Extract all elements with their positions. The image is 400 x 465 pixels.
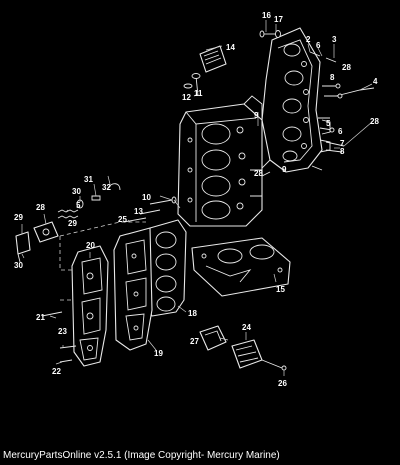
callout-28b: 28 [370,117,379,126]
callout-11: 11 [194,89,203,98]
cover-plate-part [33,221,59,243]
callout-35: 32 [102,183,111,192]
callout-28c: 28 [254,169,263,178]
callout-29: 29 [14,213,23,222]
reed-block-part [231,339,287,371]
callout-8b: 8 [340,147,345,156]
bolt-part [183,73,201,97]
callout-23: 23 [58,327,67,336]
check-valve-part [15,231,31,263]
callout-19: 19 [154,349,163,358]
callout-30: 30 [14,261,23,270]
callout-22: 22 [52,367,61,376]
callout-24: 24 [242,323,251,332]
identification-plate-part [199,45,227,73]
callout-25: 25 [118,215,127,224]
small-cover-part [199,325,227,351]
callout-17: 17 [274,15,283,24]
callout-9b: 9 [282,165,287,174]
callout-5: 5 [326,119,331,128]
callout-13: 13 [134,207,143,216]
screw-part [41,311,77,363]
callout-36: 5 [76,201,81,210]
valve-spring-part [57,183,121,219]
cylinder-gasket-part [145,219,187,317]
callout-7: 7 [340,139,345,148]
callout-15: 15 [276,285,285,294]
gasket-plate-part [191,237,291,297]
callout-21: 21 [36,313,45,322]
copyright-footer: MercuryPartsOnline v2.5.1 (Image Copyrig… [3,450,280,461]
cylinder-block-part [177,95,263,227]
callout-9: 9 [254,111,259,120]
callout-12: 12 [182,93,191,102]
callout-31: 28 [36,203,45,212]
port-cover-part [113,227,153,351]
callout-26: 26 [278,379,287,388]
callout-10: 10 [142,193,151,202]
cylinder-head-part [261,27,331,177]
callout-3: 3 [332,35,337,44]
callout-28: 28 [342,63,351,72]
callout-16: 16 [262,11,271,20]
leader-lines [21,20,373,376]
exploded-parts-diagram: 16 17 14 2 6 3 28 8 4 12 11 9 5 6 28 7 8… [14,11,379,388]
screw-part [259,30,281,38]
head-bolts-part [309,51,375,171]
callout-34: 31 [84,175,93,184]
callout-33: 30 [72,187,81,196]
callout-8: 8 [330,73,335,82]
callout-20: 20 [86,241,95,250]
callout-14: 14 [226,43,235,52]
callout-18: 18 [188,309,197,318]
callout-2: 2 [306,35,311,44]
callout-numbers: 16 17 14 2 6 3 28 8 4 12 11 9 5 6 28 7 8… [14,11,379,388]
callout-32: 29 [68,219,77,228]
callout-6b: 6 [338,127,343,136]
callout-27: 27 [190,337,199,346]
callout-6: 6 [316,41,321,50]
intake-manifold-part [71,245,109,367]
callout-4: 4 [373,77,378,86]
